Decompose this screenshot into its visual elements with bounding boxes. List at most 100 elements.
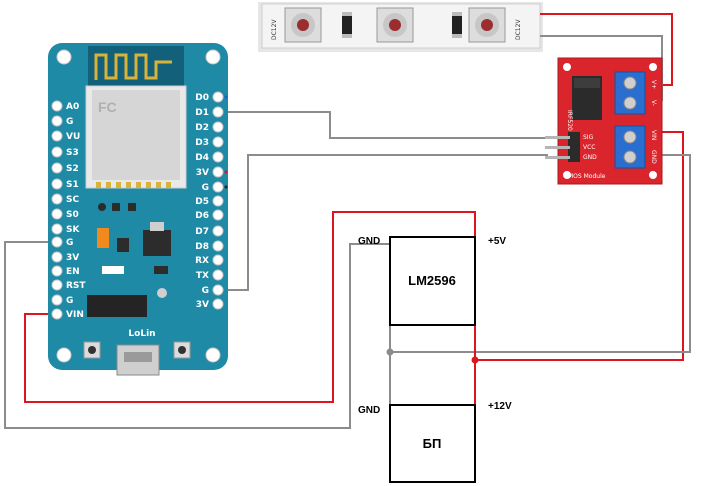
- d0-marker: [224, 95, 228, 99]
- psu-module: БП GND +12V: [358, 401, 512, 483]
- smd-1: [98, 203, 106, 211]
- psu-box: [389, 404, 476, 483]
- pin-label: G: [66, 117, 73, 127]
- screw-gnd: [623, 150, 637, 164]
- screw-label: V+: [650, 80, 657, 89]
- pin-label: D7: [195, 227, 209, 237]
- resistor-2: [452, 12, 462, 38]
- header-label-gnd: GND: [583, 154, 597, 161]
- mosfet-chip-top: [574, 78, 600, 88]
- pin-label: D4: [195, 153, 209, 163]
- antenna-trace: [94, 53, 172, 80]
- board-brand: LoLin: [128, 329, 155, 339]
- mosfet-hole-tl: [563, 63, 571, 71]
- voltage-regulator: [143, 230, 171, 256]
- mosfet-hole-bl: [563, 171, 571, 179]
- g-marker: [224, 185, 228, 189]
- right-pin-pads: [212, 91, 224, 310]
- wire-mos-vin: [475, 131, 684, 361]
- screw-v-plus: [623, 76, 637, 90]
- resistor-1: [342, 12, 352, 38]
- lm2596-gnd-label: GND: [358, 236, 380, 247]
- mosfet-hole-tr: [649, 63, 657, 71]
- flash-button-cap: [88, 346, 96, 354]
- pin-label: G: [66, 238, 73, 248]
- led-chip-2: [376, 7, 414, 43]
- pin-label: 3V: [196, 300, 209, 310]
- mount-hole-bl: [56, 347, 72, 363]
- pin-label: D0: [195, 93, 209, 103]
- smd-2: [112, 203, 120, 211]
- fcc-mark: FC: [98, 99, 117, 115]
- pin-label: SK: [66, 225, 80, 235]
- header-pin-sig: [545, 136, 570, 139]
- pin-label: G: [202, 286, 209, 296]
- right-pin-labels: D0 D1 D2 D3 D4 3V G D5 D6 D7 D8 RX TX G …: [195, 93, 209, 310]
- pin-label: VU: [66, 132, 80, 142]
- pin-label: 3V: [196, 168, 209, 178]
- esp-pads: [96, 182, 171, 188]
- wire-d1-sig: [222, 111, 548, 139]
- header-label-sig: SIG: [583, 134, 594, 141]
- led-indicator: [157, 288, 167, 298]
- usb-serial-chip: [87, 295, 147, 317]
- header-label-vcc: VCC: [583, 144, 595, 151]
- pin-label: G: [66, 296, 73, 306]
- smd-3: [128, 203, 136, 211]
- psu-out-label: +12V: [488, 401, 512, 412]
- pin-label: S0: [66, 210, 79, 220]
- lm2596-out-label: +5V: [488, 236, 506, 247]
- pin-label: D5: [195, 197, 209, 207]
- led-strip-label-left: DC12V: [271, 19, 278, 40]
- junction-gnd: [386, 348, 394, 356]
- wire-mos-gnd: [390, 154, 691, 353]
- mount-hole-br: [205, 347, 221, 363]
- left-pin-pads: [51, 100, 63, 320]
- pin-label: TX: [196, 271, 209, 281]
- screw-v-minus: [623, 96, 637, 110]
- led-strip: DC12V DC12V: [258, 2, 543, 52]
- pin-label: D6: [195, 211, 209, 221]
- pin-label: A0: [66, 102, 79, 112]
- psu-label: БП: [423, 436, 442, 451]
- pin-label: 3V: [66, 253, 79, 263]
- psu-gnd-label: GND: [358, 405, 380, 416]
- wire-gnd-g: [4, 241, 390, 429]
- left-pin-labels: A0 G VU S3 S2 S1 SC S0 SK G 3V EN RST G …: [66, 102, 86, 320]
- 3v-marker: [224, 170, 228, 174]
- header-pin-vcc: [545, 146, 570, 149]
- pin-label: S1: [66, 180, 79, 190]
- led-strip-label-right: DC12V: [515, 19, 522, 40]
- header-pin-gnd: [545, 156, 570, 159]
- pin-label: G: [202, 183, 209, 193]
- pin-label: RST: [66, 281, 86, 291]
- reset-button-cap: [178, 346, 186, 354]
- pin-label: S2: [66, 164, 79, 174]
- mosfet-hole-br: [649, 171, 657, 179]
- pin-label: D8: [195, 242, 209, 252]
- regulator-tab: [150, 222, 164, 231]
- lm2596-box: [389, 236, 476, 326]
- screw-label: VIN: [650, 130, 657, 140]
- mosfet-module: IRF520 V+ V- VIN GND SIG VCC GND MOS Mod…: [545, 57, 663, 185]
- pin-label: D2: [195, 123, 209, 133]
- mount-hole-tl: [56, 49, 72, 65]
- mount-hole-tr: [205, 49, 221, 65]
- wire-g-gnd: [222, 154, 548, 291]
- pin-label: EN: [66, 267, 80, 277]
- pin-label: D3: [195, 138, 209, 148]
- small-chip: [117, 238, 129, 252]
- nodemcu-board: FC LoLin: [48, 43, 228, 376]
- component-white: [102, 266, 124, 274]
- mosfet-bottom-label: MOS Module: [568, 173, 606, 180]
- led-chip-3: [468, 7, 506, 43]
- lm2596-module: LM2596 GND +5V: [358, 236, 506, 326]
- usb-port-inner: [124, 352, 152, 362]
- header-block: [568, 132, 580, 162]
- screw-label: V-: [650, 100, 657, 106]
- smd-4: [154, 266, 168, 274]
- screw-label: GND: [650, 150, 657, 164]
- lm2596-label: LM2596: [408, 273, 456, 288]
- mosfet-chip-label: IRF520: [566, 110, 573, 131]
